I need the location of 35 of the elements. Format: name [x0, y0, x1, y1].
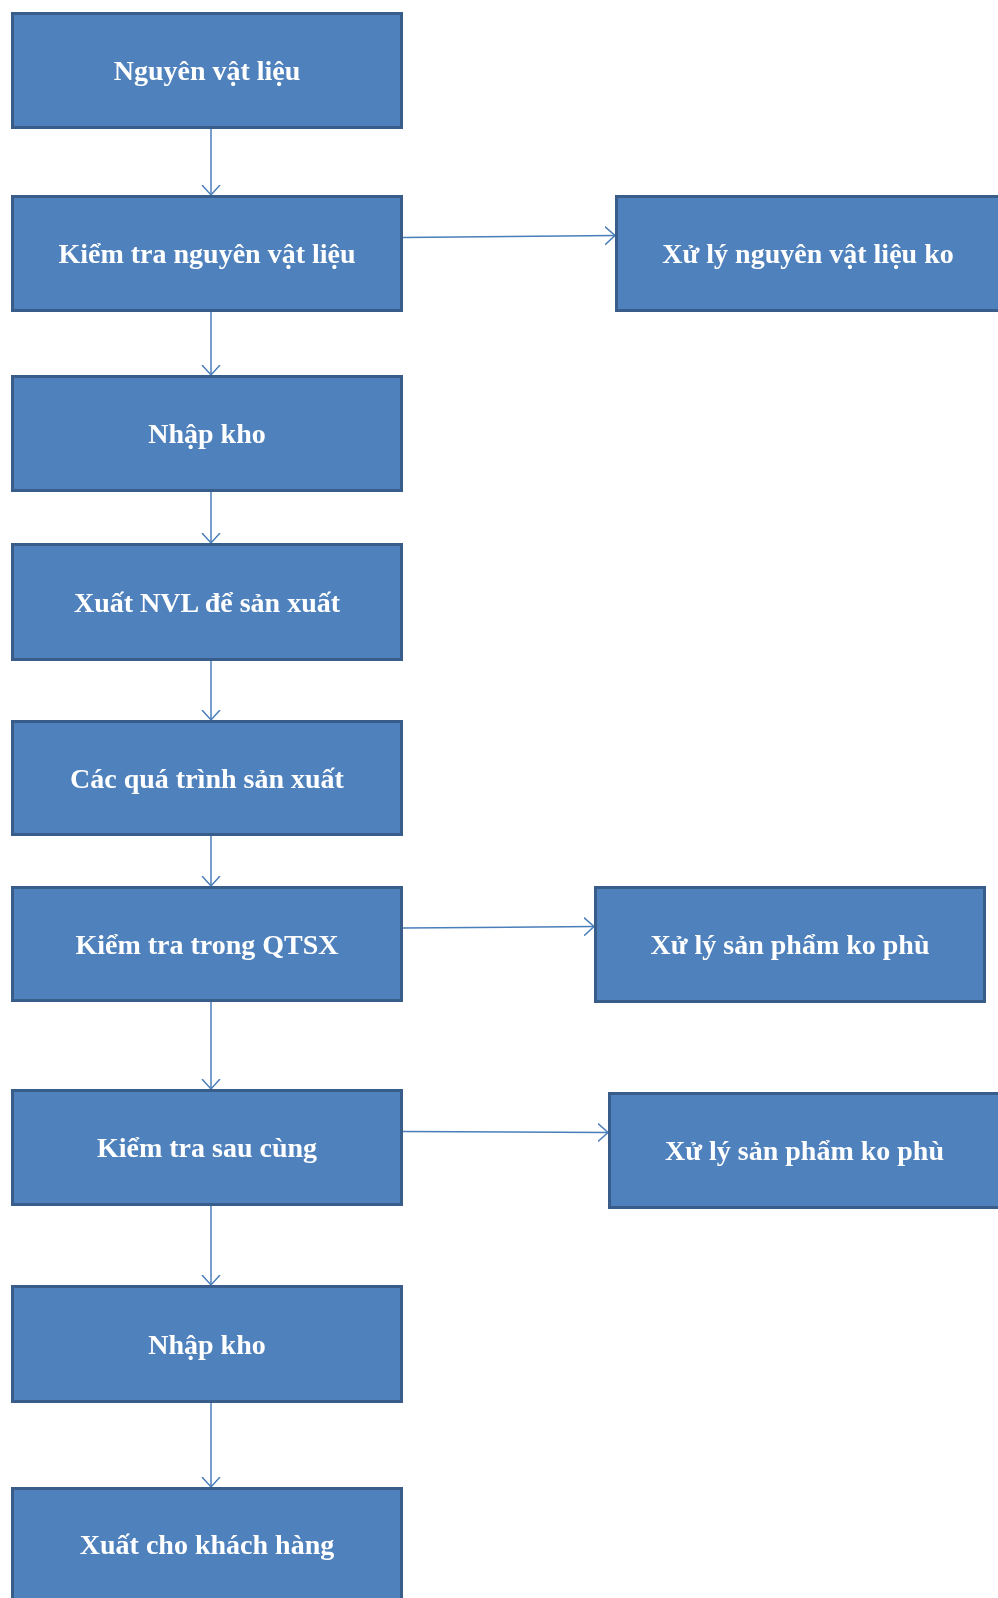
arrow: [201, 1205, 221, 1286]
process-box: [11, 375, 403, 492]
box-label: Xử lý nguyên vật liệu ko: [662, 237, 954, 271]
process-box: [11, 720, 403, 836]
arrow: [402, 916, 595, 937]
box-label: Nhập kho: [148, 1327, 266, 1362]
box-label: Xử lý sản phẩm ko phù: [665, 1134, 944, 1168]
process-box: [11, 1487, 403, 1598]
arrow: [201, 311, 221, 376]
box-label: Xuất cho khách hàng: [79, 1527, 335, 1562]
arrow: [201, 1001, 221, 1090]
box-label: Kiểm tra sau cùng: [96, 1131, 318, 1165]
arrow: [201, 128, 221, 196]
process-box: [608, 1092, 998, 1209]
box-label: Kiểm tra trong QTSX: [75, 927, 339, 962]
arrow: [201, 491, 221, 544]
process-box: [11, 195, 403, 312]
box-label: Xử lý sản phẩm ko phù: [650, 928, 930, 962]
box-label: Các quá trình sản xuất: [70, 761, 344, 796]
arrow: [402, 225, 616, 246]
arrow: [201, 835, 221, 887]
process-box: [11, 543, 403, 661]
box-label: Nguyên vật liệu: [113, 54, 301, 88]
arrow: [402, 1122, 609, 1143]
box-label: Nhập kho: [148, 417, 266, 451]
process-box: [615, 195, 998, 312]
process-box: [11, 1089, 403, 1206]
arrow: [201, 660, 221, 721]
box-label: Xuất NVL để sản xuất: [73, 585, 341, 620]
box-label: Kiểm tra nguyên vật liệu: [58, 237, 356, 271]
process-box: [594, 886, 986, 1003]
process-box: [11, 12, 403, 129]
process-box: [11, 886, 403, 1002]
arrow: [201, 1402, 221, 1488]
process-box: [11, 1285, 403, 1403]
